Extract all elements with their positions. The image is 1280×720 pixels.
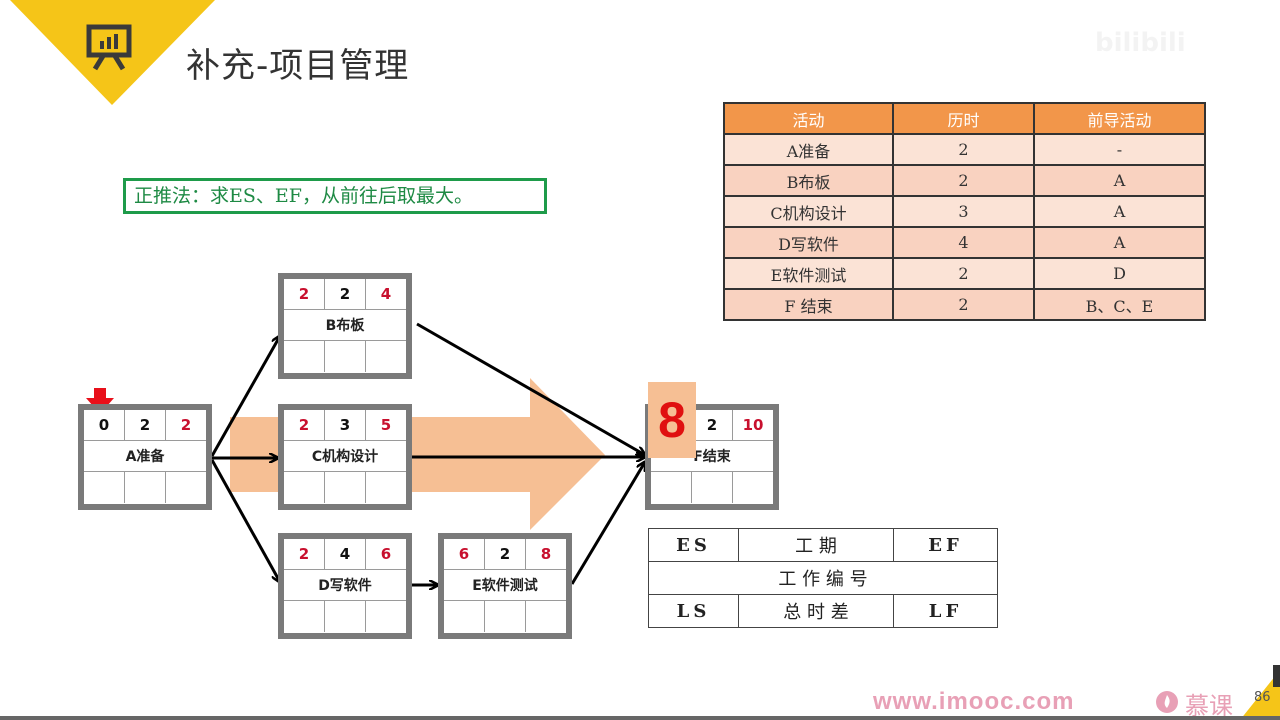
node-label: E软件测试 [472, 578, 538, 595]
table-row: E软件测试 2 D [723, 257, 1206, 290]
cell: A准备 [723, 133, 894, 166]
node-duration: 2 [325, 279, 366, 310]
cell: F 结束 [723, 288, 894, 321]
cell: 2 [892, 164, 1035, 197]
node-legend: ES 工 期 EF 工 作 编 号 LS 总 时 差 LF [648, 528, 998, 628]
table-row: B布板 2 A [723, 164, 1206, 197]
flame-logo-icon [1156, 691, 1178, 713]
node-duration: 3 [325, 410, 366, 441]
table-row: A准备 2 - [723, 133, 1206, 166]
node-es: 2 [284, 410, 325, 441]
legend-duration: 工 期 [738, 528, 894, 562]
cell: 3 [892, 195, 1035, 228]
activity-table: 活动 历时 前导活动 A准备 2 - B布板 2 A C机构设计 3 A D写软… [723, 102, 1206, 321]
bottom-border [0, 716, 1280, 720]
table-row: D写软件 4 A [723, 226, 1206, 259]
legend-lf: LF [893, 594, 998, 628]
header-predecessor: 前导活动 [1033, 102, 1206, 135]
header-activity: 活动 [723, 102, 894, 135]
legend-es: ES [648, 528, 739, 562]
cell: A [1033, 195, 1206, 228]
cell: A [1033, 226, 1206, 259]
footer-url: www.imooc.com [873, 688, 1075, 715]
cell: 2 [892, 133, 1035, 166]
node-ef: 5 [380, 416, 392, 434]
cell: B、C、E [1033, 288, 1206, 321]
table-row: C机构设计 3 A [723, 195, 1206, 228]
node-ef: 2 [180, 416, 192, 434]
node-es: 6 [444, 539, 485, 570]
footer-brand: 慕课 [1185, 692, 1233, 720]
node-es: 2 [284, 279, 325, 310]
node-duration: 2 [692, 410, 733, 441]
cell: B布板 [723, 164, 894, 197]
node-duration: 2 [485, 539, 526, 570]
node-duration: 2 [125, 410, 166, 441]
legend-ef: EF [893, 528, 998, 562]
cell: D [1033, 257, 1206, 290]
cell: C机构设计 [723, 195, 894, 228]
legend-ls: LS [648, 594, 739, 628]
start-marker-icon [86, 388, 114, 414]
node-ef: 4 [380, 285, 392, 303]
node-ef: 6 [380, 545, 392, 563]
cell: D写软件 [723, 226, 894, 259]
cell: A [1033, 164, 1206, 197]
watermark-logo: bilibili [1095, 28, 1186, 58]
forward-pass-note: 正推法：求ES、EF，从前往后取最大。 [123, 178, 547, 214]
legend-float: 总 时 差 [738, 594, 894, 628]
node-label: F结束 [693, 449, 731, 466]
node-label: D写软件 [318, 578, 372, 595]
header-duration: 历时 [892, 102, 1035, 135]
node-ef: 10 [742, 416, 764, 434]
cell: E软件测试 [723, 257, 894, 290]
cell: 2 [892, 257, 1035, 290]
legend-id: 工 作 编 号 [648, 561, 998, 595]
node-label: C机构设计 [311, 449, 379, 466]
corner-decoration-bottom [1240, 665, 1280, 720]
node-label: B布板 [325, 318, 365, 335]
highlight-es-value: 8 [648, 382, 696, 458]
table-row: F 结束 2 B、C、E [723, 288, 1206, 321]
node-es: 2 [284, 539, 325, 570]
page-title: 补充-项目管理 [186, 46, 410, 86]
presentation-chart-icon [86, 24, 132, 71]
cell: - [1033, 133, 1206, 166]
cell: 2 [892, 288, 1035, 321]
node-ef: 8 [540, 545, 552, 563]
node-duration: 4 [325, 539, 366, 570]
cell: 4 [892, 226, 1035, 259]
node-label: A准备 [125, 449, 165, 466]
page-number: 86 [1254, 690, 1271, 705]
node-es: 0 [84, 410, 125, 441]
